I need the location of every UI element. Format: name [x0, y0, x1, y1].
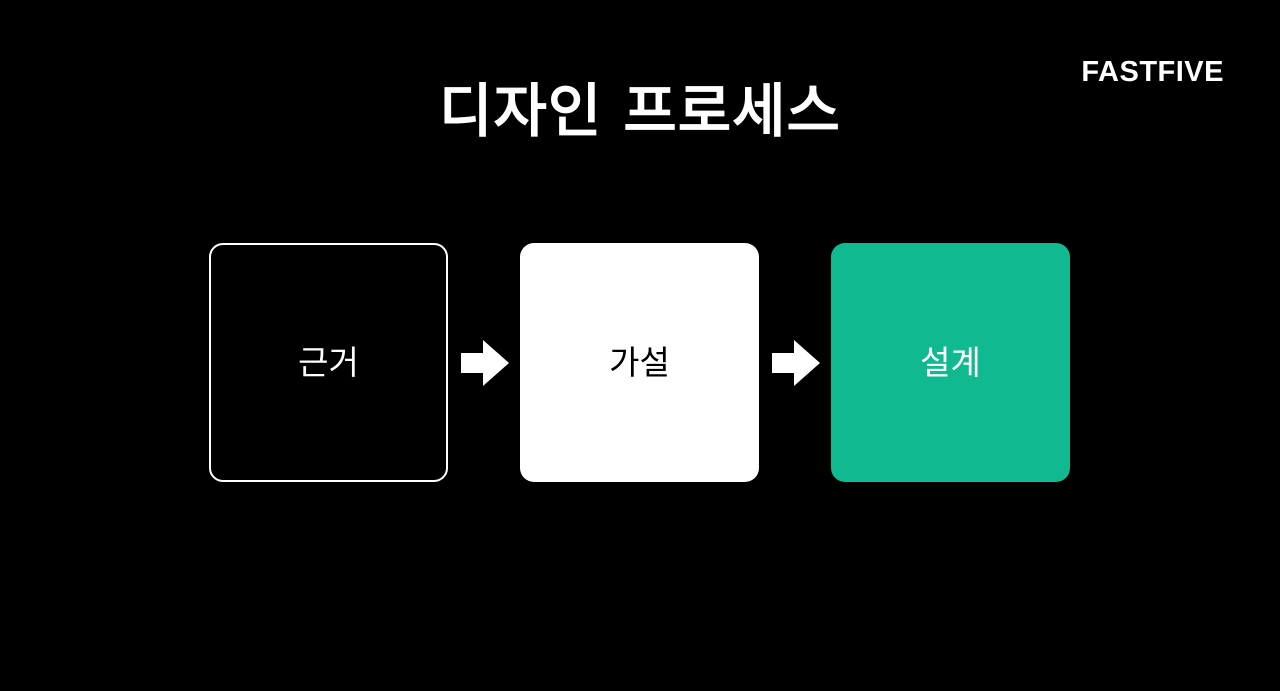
process-flow: 근거 가설 설계 [209, 243, 1070, 482]
process-step-hypothesis: 가설 [520, 243, 759, 482]
arrow-right-icon [772, 340, 820, 386]
process-step-label: 근거 [298, 343, 359, 382]
arrow-right-icon [461, 340, 509, 386]
page-title: 디자인 프로세스 [439, 77, 841, 145]
process-step-label: 가설 [609, 343, 670, 382]
process-step-design: 설계 [831, 243, 1070, 482]
process-step-evidence: 근거 [209, 243, 448, 482]
process-step-label: 설계 [920, 343, 981, 382]
brand-logo: FASTFIVE [1081, 56, 1224, 88]
